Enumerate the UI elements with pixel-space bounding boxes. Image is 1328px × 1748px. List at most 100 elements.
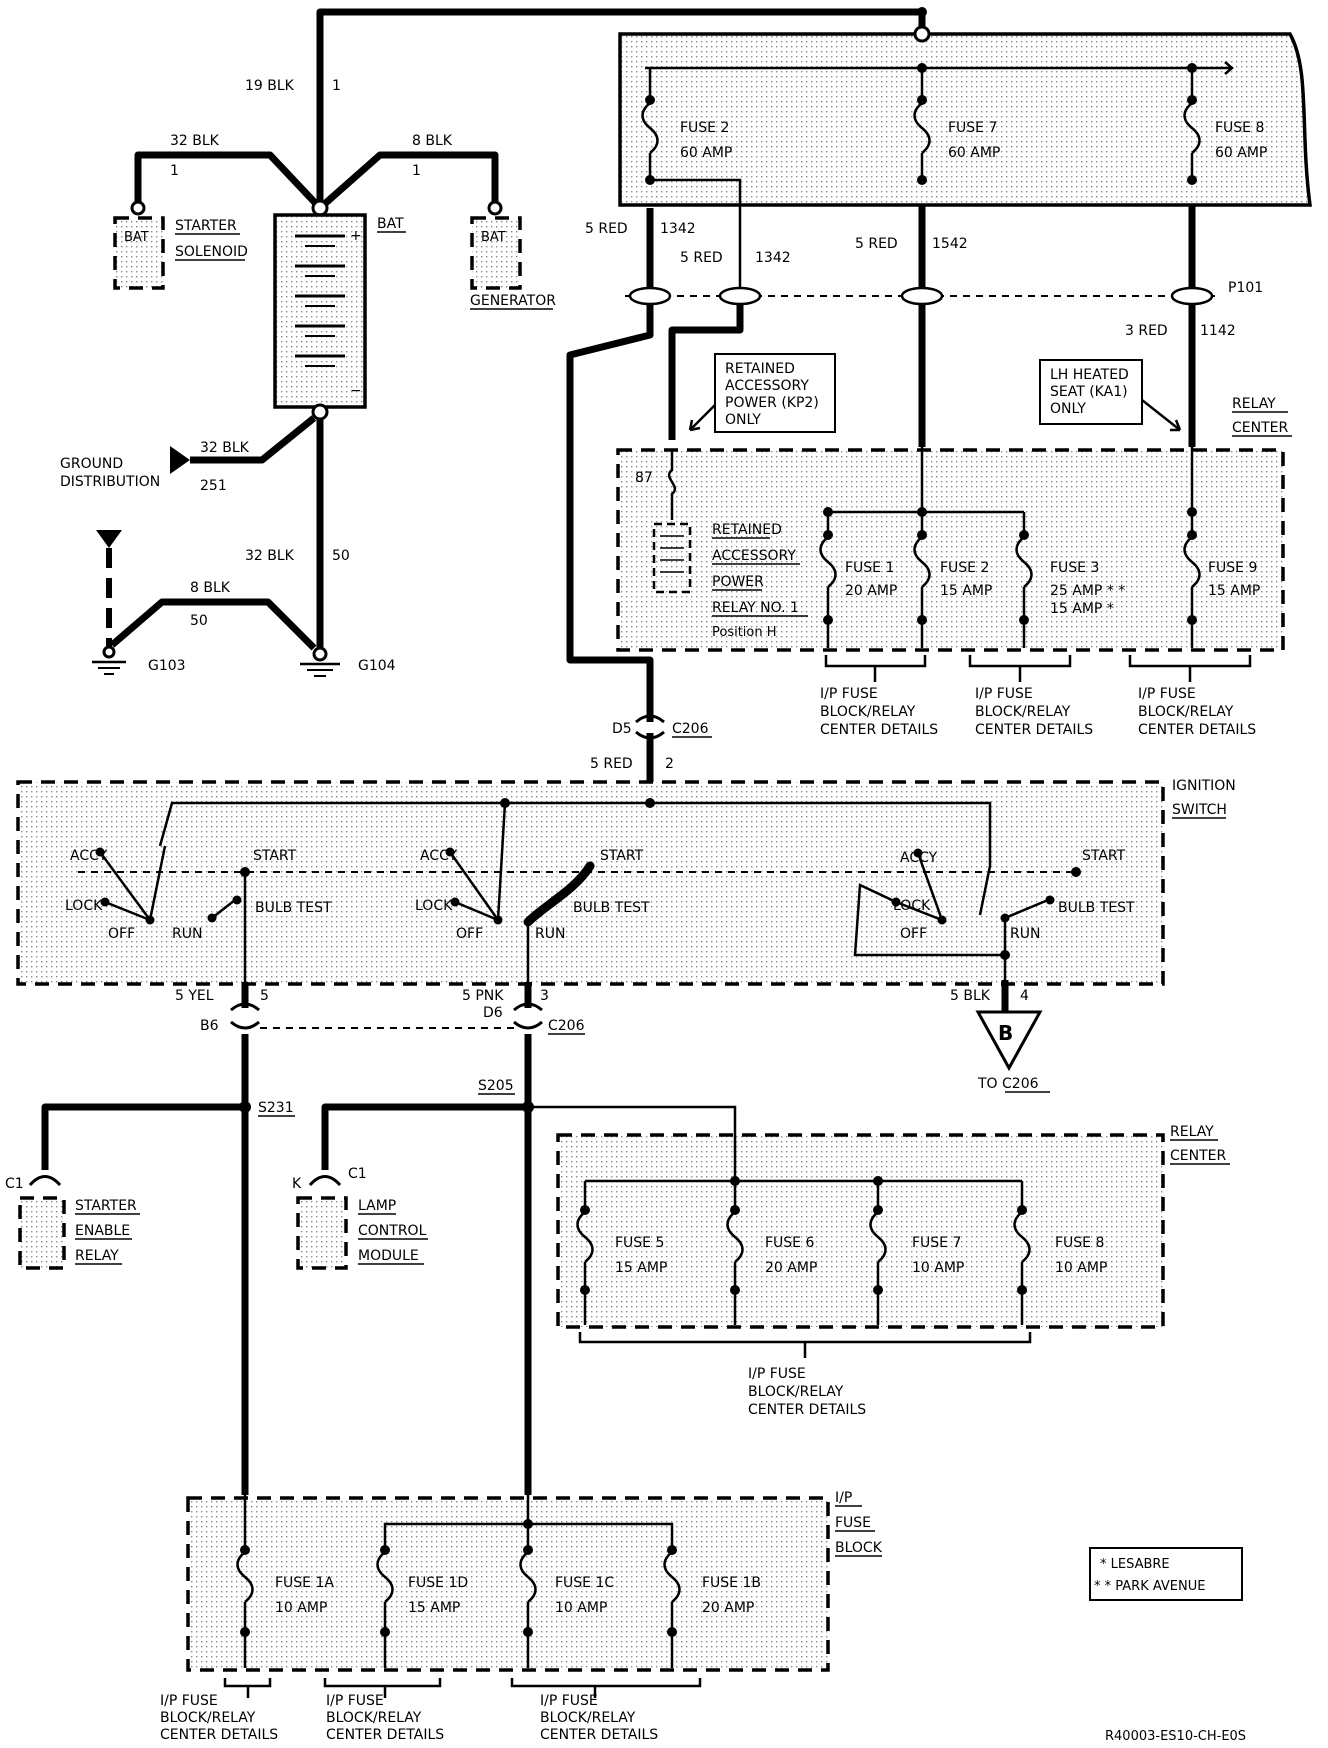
- ser-name-1: STARTER: [75, 1198, 137, 1214]
- det-a-3: CENTER DETAILS: [820, 722, 938, 738]
- feed-wires: P101 5 RED 1342 5 RED 1342 5 RED 1542 3 …: [566, 178, 1263, 700]
- ipfb-fuse1b-rating: 20 AMP: [702, 1600, 754, 1616]
- c206-top-wire: 5 RED: [590, 756, 633, 772]
- rc-fuse2-name: FUSE 2: [940, 560, 989, 576]
- det-f-2: BLOCK/RELAY: [326, 1710, 422, 1726]
- rcb-fuse5-rating: 15 AMP: [615, 1260, 667, 1276]
- c206b-w1: 5 YEL: [175, 988, 214, 1004]
- det-c-1: I/P FUSE: [1138, 686, 1196, 702]
- callout-heated: LH HEATED SEAT (KA1) ONLY: [1039, 359, 1182, 432]
- ignition-outputs: 5 YEL 5 B6 5 PNK 3 D6 C206 5 BLK 4 B TO …: [175, 872, 1050, 1093]
- starter-circuit: 1: [170, 163, 179, 179]
- ign2-bulb: BULB TEST: [573, 900, 650, 916]
- rc-top-title-2: CENTER: [1232, 420, 1288, 436]
- generator: BAT GENERATOR: [470, 200, 556, 310]
- callout-retained-1: RETAINED: [725, 361, 795, 377]
- g103-wire: 8 BLK: [190, 580, 231, 596]
- rc-top-pin: 87: [635, 470, 653, 486]
- ipfb-fuse1d-rating: 15 AMP: [408, 1600, 460, 1616]
- callout-heated-1: LH HEATED: [1050, 367, 1129, 383]
- det-c-2: BLOCK/RELAY: [1138, 704, 1234, 720]
- det-a-2: BLOCK/RELAY: [820, 704, 916, 720]
- gen-wire: 8 BLK: [412, 133, 453, 149]
- c206-top-circuit: 2: [665, 756, 674, 772]
- det-d-2: BLOCK/RELAY: [748, 1384, 844, 1400]
- rc-fuse3-rating: 25 AMP * *: [1050, 583, 1125, 599]
- callout-heated-3: ONLY: [1050, 401, 1086, 417]
- c206b-w2: 5 PNK: [462, 988, 504, 1004]
- callout-heated-2: SEAT (KA1): [1050, 384, 1128, 400]
- c206b-pin1: B6: [200, 1018, 219, 1034]
- rc-fuse2-rating: 15 AMP: [940, 583, 992, 599]
- rc-relay-1: RETAINED: [712, 522, 782, 538]
- lcm-name-1: LAMP: [358, 1198, 396, 1214]
- rcb-fuse8-rating: 10 AMP: [1055, 1260, 1107, 1276]
- uh-fuse7-name: FUSE 7: [948, 120, 997, 136]
- lcm-name-3: MODULE: [358, 1248, 419, 1264]
- ign2-run: RUN: [535, 926, 565, 942]
- g103-circuit: 50: [190, 613, 208, 629]
- ign2-start: START: [600, 848, 644, 864]
- ipfb-title-1: I/P: [835, 1490, 852, 1506]
- bat-top-wire: 19 BLK: [245, 78, 295, 94]
- det-g-3: CENTER DETAILS: [540, 1727, 658, 1743]
- lcm-pin-k: K: [292, 1176, 302, 1192]
- ipfb-fuse1c-name: FUSE 1C: [555, 1575, 614, 1591]
- rcb-title-2: CENTER: [1170, 1148, 1226, 1164]
- rcb-fuse5-name: FUSE 5: [615, 1235, 664, 1251]
- rc-fuse1-name: FUSE 1: [845, 560, 894, 576]
- ign2-off: OFF: [456, 926, 483, 942]
- uh-fuse8-name: FUSE 8: [1215, 120, 1264, 136]
- battery-section: 19 BLK 1 32 BLK 1 8 BLK 1 + − BAT 32 BLK…: [60, 7, 931, 677]
- c206b-w2c: 3: [540, 988, 549, 1004]
- det-c-3: CENTER DETAILS: [1138, 722, 1256, 738]
- gnd-wire: 32 BLK: [200, 440, 250, 456]
- c206b-w3c: 4: [1020, 988, 1029, 1004]
- callout-retained-4: ONLY: [725, 412, 761, 428]
- g104-label: G104: [358, 658, 396, 674]
- bat-label: BAT: [377, 216, 404, 232]
- ign3-off: OFF: [900, 926, 927, 942]
- callout-retained-3: POWER (KP2): [725, 395, 819, 411]
- s205-label: S205: [478, 1078, 514, 1094]
- starter-solenoid: BAT STARTER SOLENOID: [113, 200, 248, 290]
- det-b-1: I/P FUSE: [975, 686, 1033, 702]
- rcb-fuse7-rating: 10 AMP: [912, 1260, 964, 1276]
- lower-feeds: S231 S205 C1 STARTER ENABLE RELAY K C1 L…: [5, 1034, 737, 1495]
- flag-to: TO C206: [977, 1076, 1039, 1092]
- flag-b: B: [998, 1021, 1013, 1045]
- rc-relay-4: RELAY NO. 1: [712, 600, 799, 616]
- ign1-bulb: BULB TEST: [255, 900, 332, 916]
- legend-park-avenue: * * PARK AVENUE: [1094, 1579, 1205, 1594]
- s231-label: S231: [258, 1100, 294, 1116]
- ipfb-fuse1b-name: FUSE 1B: [702, 1575, 761, 1591]
- gnd-circuit: 251: [200, 478, 227, 494]
- ipfb-fuse1d-name: FUSE 1D: [408, 1575, 468, 1591]
- rc-fuse9-name: FUSE 9: [1208, 560, 1257, 576]
- starter-wire: 32 BLK: [170, 133, 220, 149]
- callout-retained: RETAINED ACCESSORY POWER (KP2) ONLY: [688, 353, 836, 433]
- uh-fuse8-rating: 60 AMP: [1215, 145, 1267, 161]
- gen-circuit: 1: [412, 163, 421, 179]
- starter-term: BAT: [124, 230, 149, 245]
- ipfb-fuse1a-name: FUSE 1A: [275, 1575, 334, 1591]
- rc-relay-2: ACCESSORY: [712, 548, 796, 564]
- ign2-lock: LOCK: [415, 898, 453, 914]
- underhood-fuse-block: FUSE 2 60 AMP FUSE 7 60 AMP FUSE 8 60 AM…: [618, 32, 1312, 207]
- rcb-title-1: RELAY: [1170, 1124, 1214, 1140]
- callout-retained-2: ACCESSORY: [725, 378, 809, 394]
- det-d-1: I/P FUSE: [748, 1366, 806, 1382]
- det-g-1: I/P FUSE: [540, 1693, 598, 1709]
- w4-circuit: 1142: [1200, 323, 1236, 339]
- ign-title-2: SWITCH: [1172, 802, 1227, 818]
- rcb-fuse6-rating: 20 AMP: [765, 1260, 817, 1276]
- legend: * LESABRE * * PARK AVENUE: [1089, 1547, 1243, 1601]
- rcb-fuse7-name: FUSE 7: [912, 1235, 961, 1251]
- rc-top-title-1: RELAY: [1232, 396, 1276, 412]
- rc-relay-5: Position H: [712, 625, 777, 640]
- details-brackets-top: I/P FUSE BLOCK/RELAY CENTER DETAILS I/P …: [820, 655, 1256, 738]
- ign-title-1: IGNITION: [1172, 778, 1236, 794]
- det-b-3: CENTER DETAILS: [975, 722, 1093, 738]
- ign3-start: START: [1082, 848, 1126, 864]
- ign2-accy: ACCY: [420, 848, 458, 864]
